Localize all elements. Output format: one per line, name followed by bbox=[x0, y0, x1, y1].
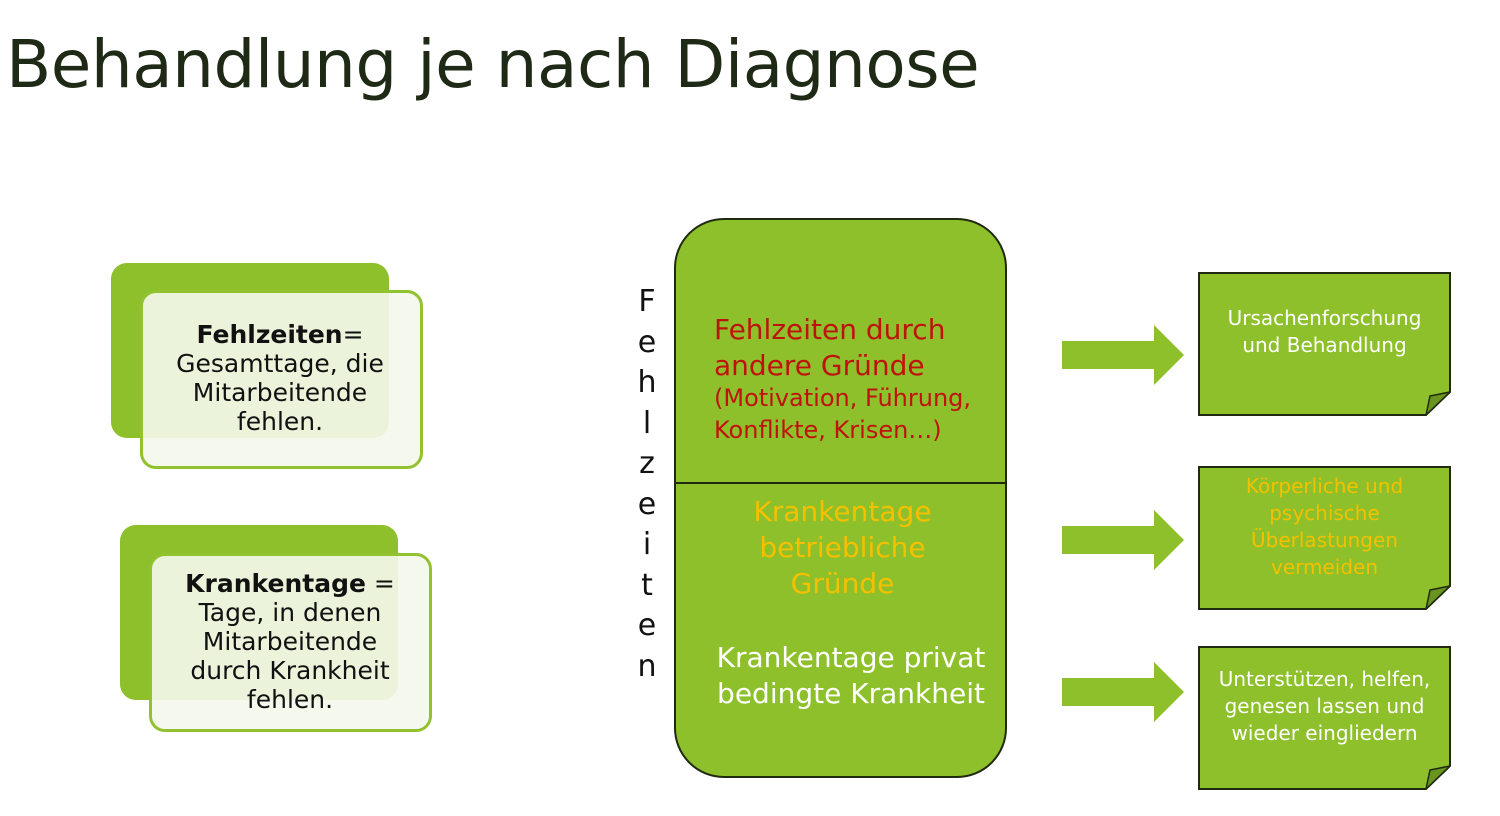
definition-body: = Gesamttage, die Mitarbeitende fehlen. bbox=[176, 320, 384, 436]
arrow-right-icon bbox=[1062, 510, 1184, 570]
vertical-letter: t bbox=[641, 567, 653, 603]
other-reasons-heading: Fehlzeiten durch andere Gründe bbox=[714, 313, 946, 382]
action-text: Körperliche und psychische Überlastungen… bbox=[1206, 473, 1443, 581]
private-sick-days-text: Krankentage privat bedingte Krankheit bbox=[716, 641, 986, 710]
vertical-letter: h bbox=[637, 365, 657, 400]
card-front-shape bbox=[140, 290, 423, 469]
private-sick-days: Krankentage privat bedingte Krankheit bbox=[676, 640, 1005, 712]
work-related-sick-days: Krankentage betriebliche Gründe bbox=[676, 494, 1005, 602]
definition-term: Fehlzeiten bbox=[196, 320, 343, 349]
action-text: Ursachenforschung und Behandlung bbox=[1227, 306, 1422, 357]
card-front-shape bbox=[149, 553, 432, 732]
action-note-avoid-overload: Körperliche und psychische Überlastungen… bbox=[1198, 466, 1451, 610]
note-shape bbox=[1198, 466, 1451, 610]
definition-text: Krankentage = Tage, in denen Mitarbeiten… bbox=[178, 569, 402, 714]
definition-term: Krankentage bbox=[185, 569, 366, 598]
arrow-right-icon bbox=[1062, 325, 1184, 385]
note-shape bbox=[1198, 646, 1451, 790]
vertical-letter: l bbox=[642, 405, 652, 441]
action-text: Unterstützen, helfen, genesen lassen und… bbox=[1218, 667, 1431, 745]
center-absence-box: Fehlzeiten durch andere Gründe (Motivati… bbox=[674, 218, 1007, 778]
vertical-letter: n bbox=[637, 648, 657, 684]
definition-text: Fehlzeiten= Gesamttage, die Mitarbeitend… bbox=[160, 320, 400, 436]
vertical-letter: e bbox=[637, 324, 657, 360]
vertical-letter: e bbox=[637, 608, 657, 643]
action-text-inner: Körperliche und psychische Überlastungen… bbox=[1245, 474, 1404, 579]
action-note-investigation: Ursachenforschung und Behandlung bbox=[1198, 272, 1451, 416]
vertical-letter: e bbox=[637, 486, 657, 522]
center-divider bbox=[676, 482, 1005, 484]
vertical-letter: F bbox=[638, 284, 656, 319]
vertical-label-fehlzeiten: F e h l z e i t e n bbox=[632, 282, 662, 687]
slide-title: Behandlung je nach Diagnose bbox=[6, 26, 980, 103]
definition-body: = Tage, in denen Mitarbeitende durch Kra… bbox=[190, 569, 395, 714]
note-shape bbox=[1198, 272, 1451, 416]
other-reasons-examples: (Motivation, Führung, Konflikte, Krisen…… bbox=[714, 384, 972, 444]
action-note-support: Unterstützen, helfen, genesen lassen und… bbox=[1198, 646, 1451, 790]
arrow-right-icon bbox=[1062, 662, 1184, 722]
vertical-letter: z bbox=[639, 446, 655, 481]
work-related-sick-days-text: Krankentage betriebliche Gründe bbox=[753, 495, 932, 600]
vertical-letter: i bbox=[642, 527, 652, 562]
